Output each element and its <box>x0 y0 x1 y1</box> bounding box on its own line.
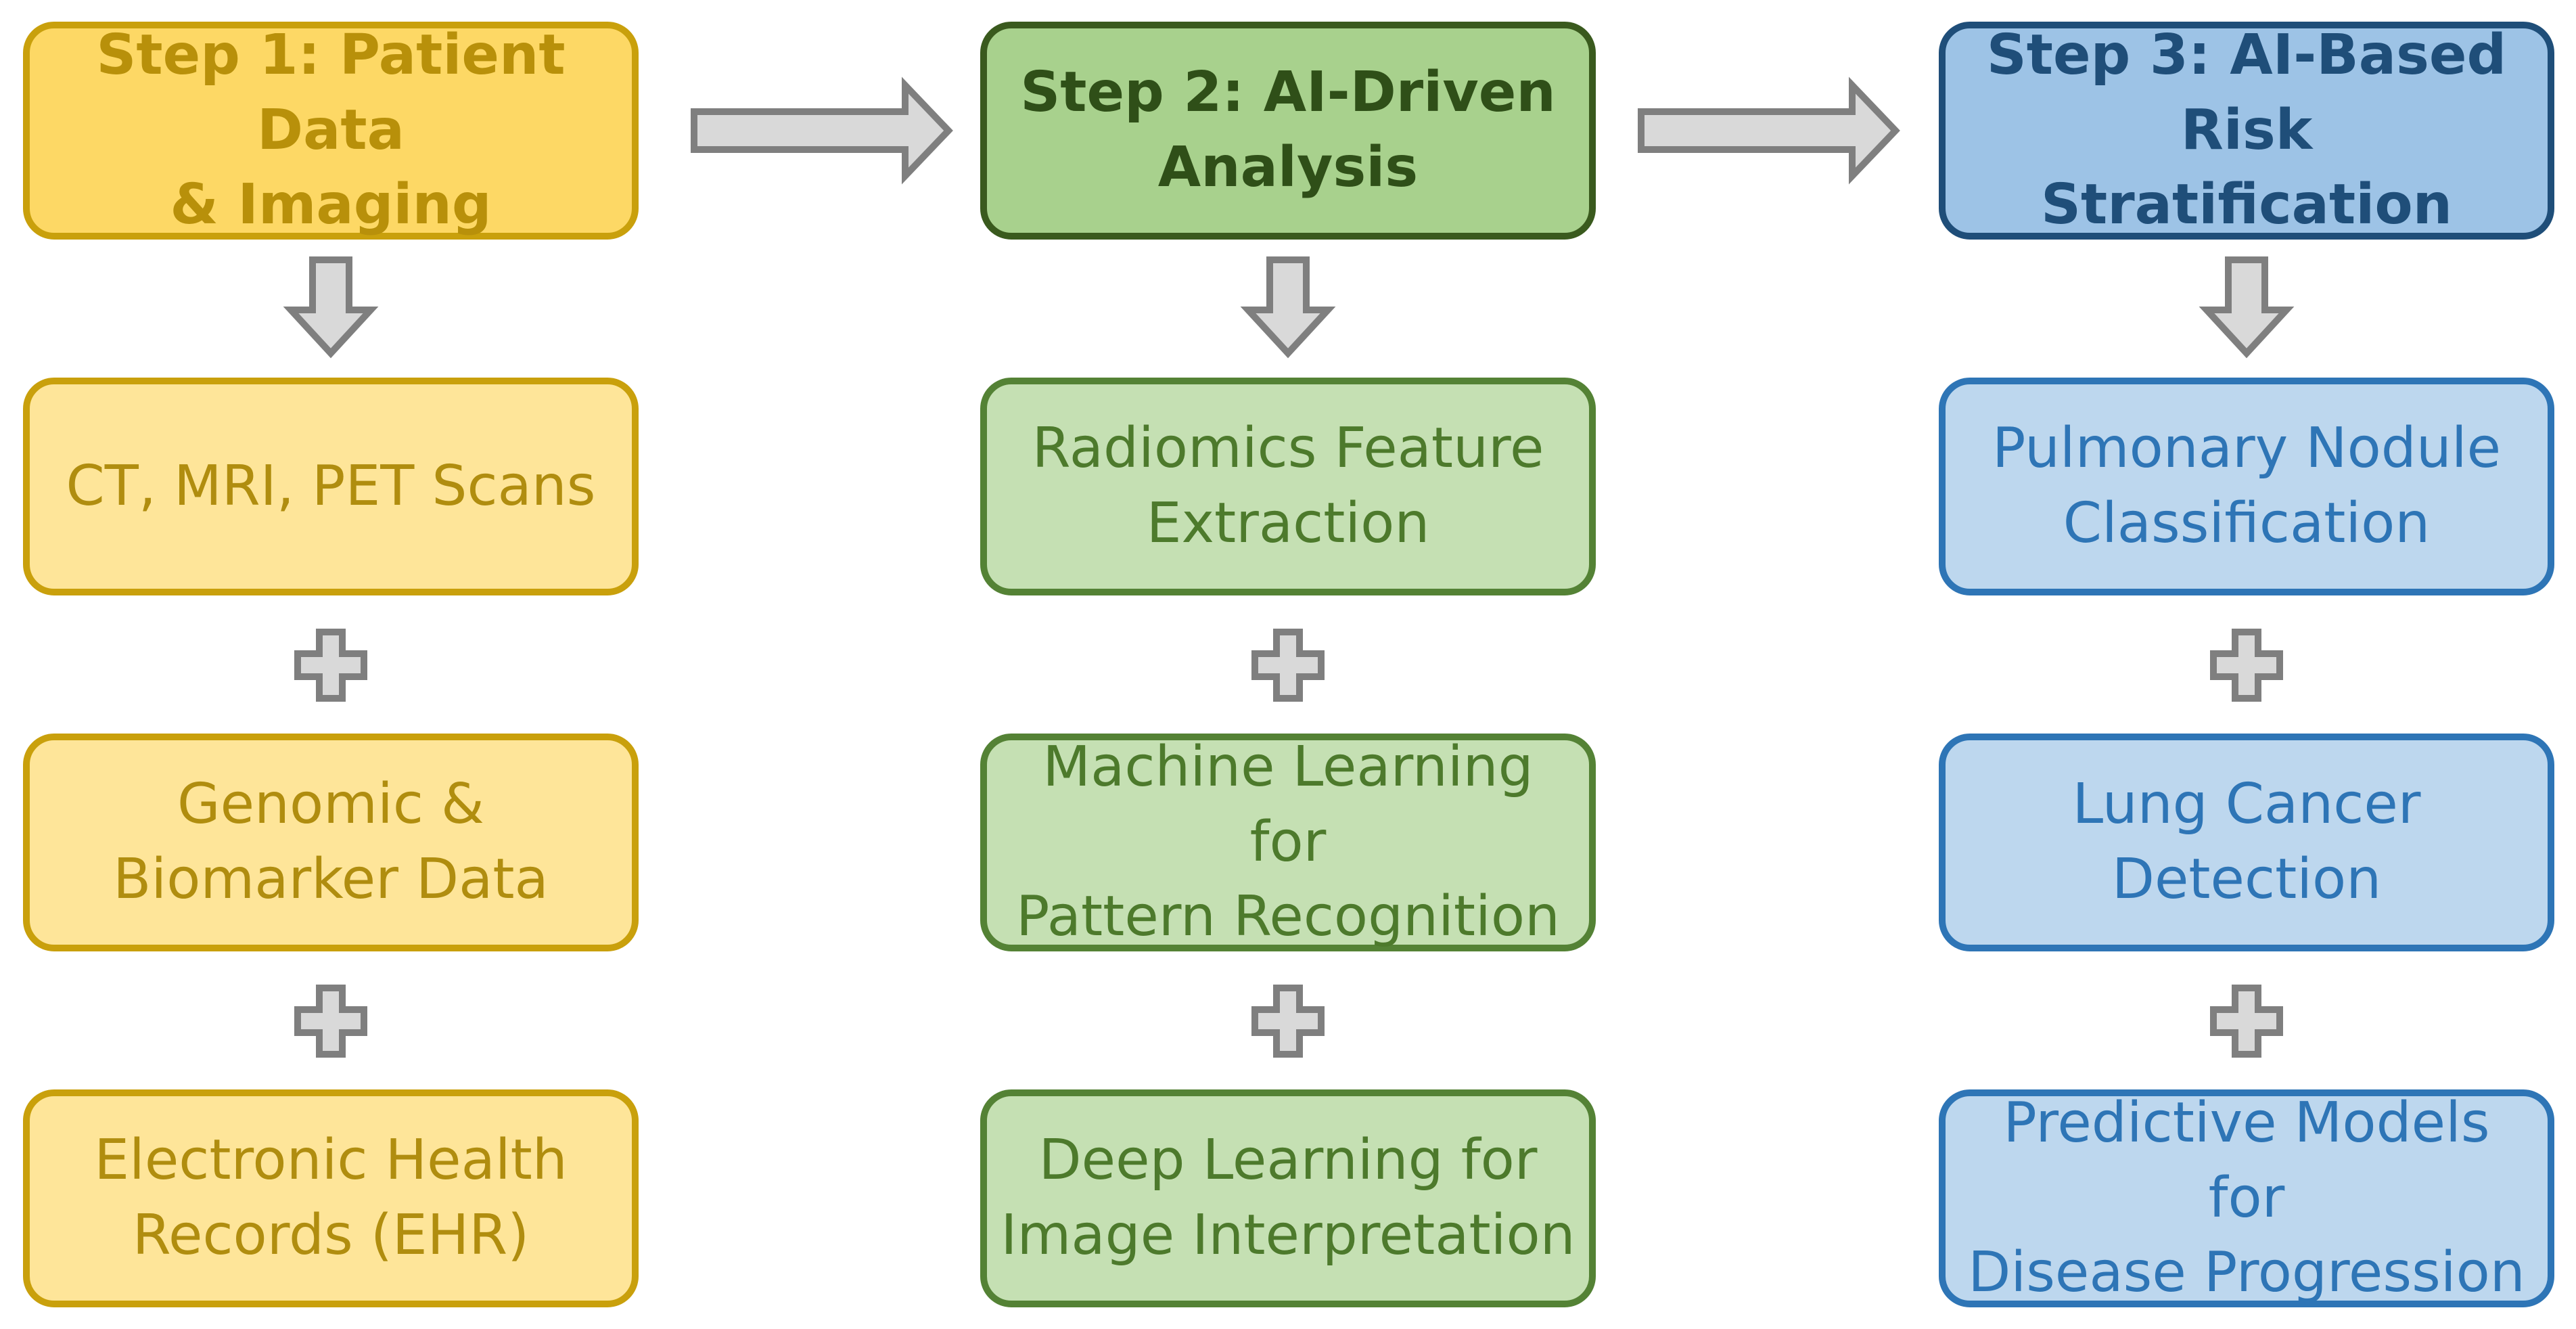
step3-item-cancer-detection: Lung Cancer Detection <box>1939 734 2554 951</box>
step1-item-imaging-scans: CT, MRI, PET Scans <box>23 378 639 595</box>
plus-icon <box>2210 629 2283 702</box>
plus-icon <box>294 985 367 1058</box>
plus-icon <box>1251 629 1325 702</box>
step1-header-box: Step 1: Patient Data & Imaging <box>23 22 639 240</box>
step2-item-deep-learning: Deep Learning for Image Interpretation <box>980 1089 1596 1307</box>
step3-header-box: Step 3: AI-Based Risk Stratification <box>1939 22 2554 240</box>
step3-item-predictive-models: Predictive Models for Disease Progressio… <box>1939 1089 2554 1307</box>
down-arrow-icon <box>283 256 379 359</box>
step2-item-machine-learning: Machine Learning for Pattern Recognition <box>980 734 1596 951</box>
down-arrow-icon <box>2199 256 2295 359</box>
plus-icon <box>1251 985 1325 1058</box>
step1-item-genomic-data: Genomic & Biomarker Data <box>23 734 639 951</box>
step1-item-ehr: Electronic Health Records (EHR) <box>23 1089 639 1307</box>
step2-header-box: Step 2: AI-Driven Analysis <box>980 22 1596 240</box>
step2-item-radiomics: Radiomics Feature Extraction <box>980 378 1596 595</box>
plus-icon <box>2210 985 2283 1058</box>
right-arrow-icon <box>691 76 953 185</box>
right-arrow-icon <box>1638 76 1900 185</box>
down-arrow-icon <box>1240 256 1336 359</box>
step3-item-nodule-classification: Pulmonary Nodule Classification <box>1939 378 2554 595</box>
plus-icon <box>294 629 367 702</box>
